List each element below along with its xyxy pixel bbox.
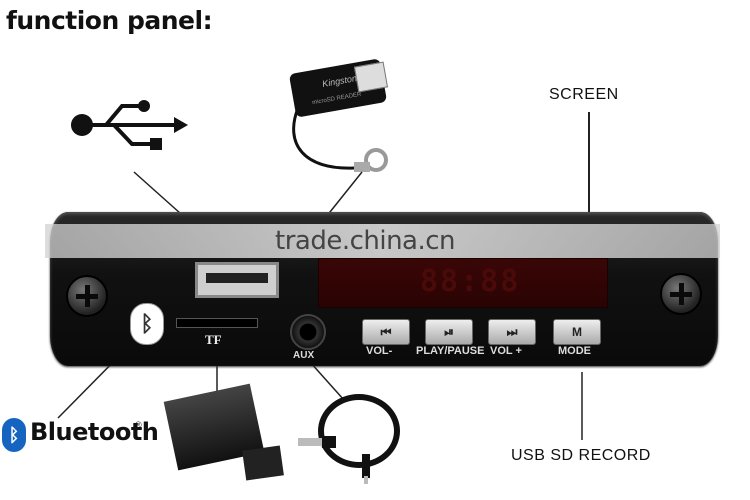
mode-label: MODE <box>558 345 591 357</box>
registered-mark: ® <box>135 420 142 430</box>
usb-symbol-icon <box>71 100 188 150</box>
page-title: function panel: <box>6 6 213 35</box>
watermark-band <box>45 224 720 258</box>
bluetooth-wordmark: Bluetooth <box>30 418 159 446</box>
lanyard-icon <box>292 107 388 172</box>
screen-leader-line <box>588 112 590 252</box>
aux-plug-icon <box>298 436 370 484</box>
tf-card-slot[interactable] <box>176 318 258 328</box>
display-screen <box>318 258 608 308</box>
display-digits: 88:88 <box>420 264 521 299</box>
screen-callout: SCREEN <box>549 86 619 103</box>
aux-cable-image <box>318 394 400 468</box>
tf-label: TF <box>205 332 222 347</box>
next-icon[interactable]: ⏭ <box>488 319 536 345</box>
aux-label: AUX <box>293 350 315 361</box>
micro-sd-card-image <box>242 445 284 481</box>
right-screw-icon <box>660 273 702 315</box>
aux-jack[interactable] <box>290 314 326 350</box>
watermark-text: trade.china.cn <box>275 226 456 256</box>
vol-plus-label: VOL + <box>490 345 522 357</box>
bluetooth-brand-icon: ᛒ <box>2 418 26 452</box>
usb-sd-record-callout: USB SD RECORD <box>511 447 651 464</box>
previous-icon[interactable]: ⏮ <box>362 319 410 345</box>
mode-icon[interactable]: M <box>553 319 601 345</box>
play-pause-icon[interactable]: ⏯ <box>425 319 473 345</box>
bluetooth-icon: ᛒ <box>130 303 164 345</box>
vol-minus-label: VOL- <box>366 345 393 357</box>
left-screw-icon <box>66 275 108 317</box>
play-pause-label: PLAY/PAUSE <box>416 345 485 357</box>
usb-port[interactable] <box>195 262 279 298</box>
